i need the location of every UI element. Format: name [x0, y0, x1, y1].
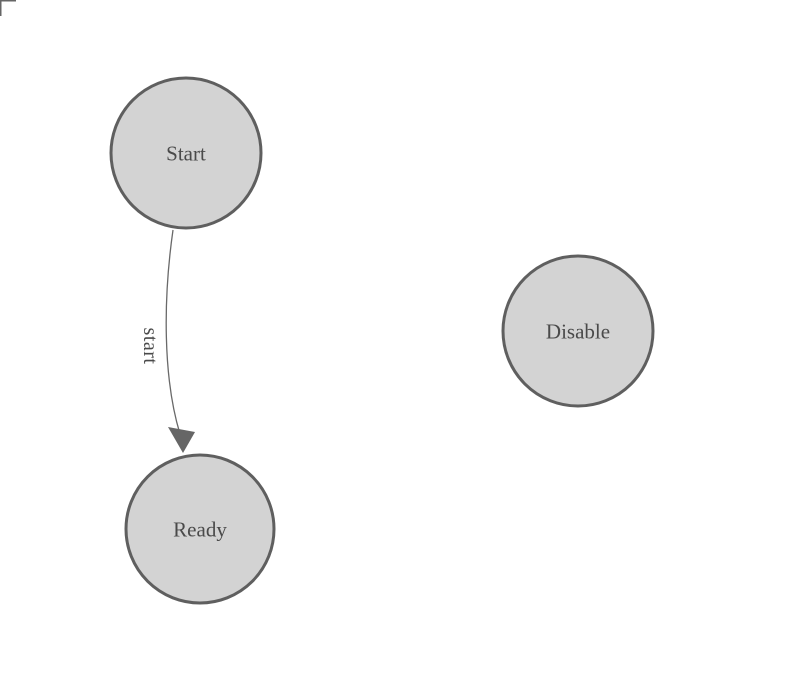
state-node-start[interactable]: Start — [109, 76, 263, 230]
state-node-disable[interactable]: Disable — [501, 254, 655, 408]
state-circle-start[interactable] — [109, 76, 263, 230]
paper-corner-mark-icon — [0, 0, 16, 16]
transition-edge-line[interactable] — [165, 229, 181, 435]
state-node-ready[interactable]: Ready — [124, 453, 276, 605]
state-circle-disable[interactable] — [501, 254, 655, 408]
arrowhead-icon — [168, 427, 195, 453]
transition-start-to-ready[interactable]: start — [139, 229, 195, 453]
transition-label: start — [139, 328, 161, 365]
state-circle-ready[interactable] — [124, 453, 276, 605]
